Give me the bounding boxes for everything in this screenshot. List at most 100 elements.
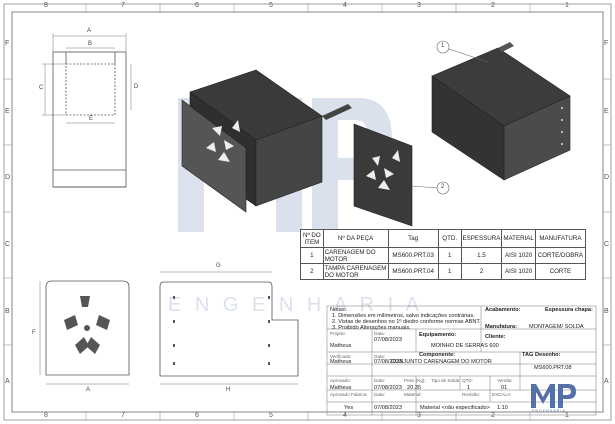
balloon-label-1: 1 <box>441 43 445 49</box>
zone-col-bottom-7: 2 <box>491 412 495 419</box>
dim-label-g: G <box>216 263 221 269</box>
dimension-lines-front <box>42 33 132 124</box>
note-1: 1. Dimensões em milímetros, salvo indica… <box>332 313 475 319</box>
note-3: 3. Proibido Alterações manuais. <box>332 325 411 331</box>
espessura-label: Espessura chapa: <box>545 307 593 313</box>
iso-assembly-view <box>181 69 352 213</box>
qtd-value: 1 <box>467 385 471 391</box>
equipamento-label: Equipamento: <box>419 332 457 338</box>
fabrica-data: 07/08/2023 <box>374 405 402 411</box>
note-2: 2. Vistas de desenhos no 1º diedro confo… <box>332 319 481 325</box>
projeto-label: Projeto: <box>330 331 346 336</box>
material-label: Material: <box>404 392 422 397</box>
zone-row-right-5: B <box>604 308 609 315</box>
aprovado-data-label: Data: <box>374 378 385 383</box>
bom-cell-item: 1 <box>300 247 324 264</box>
bom-cell-part: CARENAGEM DO MOTOR <box>322 247 389 264</box>
dim-label-a-bottom: A <box>86 387 91 393</box>
bom-cell-tag: MS600.PRT.03 <box>387 247 439 264</box>
projeto-data: 07/08/2023 <box>374 337 402 343</box>
company-logo <box>531 384 576 408</box>
zone-row-right-6: A <box>604 378 609 385</box>
zone-row-left-6: A <box>5 378 10 385</box>
zone-ticks <box>4 4 611 420</box>
bom-header-qty: QTD. <box>437 229 462 248</box>
versao-value: 01 <box>501 385 508 391</box>
fabrica-data-label: Data: <box>374 392 385 397</box>
zone-col-bottom-3: 6 <box>195 412 199 419</box>
table-row: 1 CARENAGEM DO MOTOR MS600.PRT.03 1 1.5 … <box>300 247 587 264</box>
view-bottom-side <box>159 271 299 385</box>
projeto-value: Matheus <box>330 343 352 349</box>
bom-cell-manufacture: CORTE/DOBRA <box>534 247 587 264</box>
projeto-data-label: Data: <box>374 331 385 336</box>
zone-row-left-4: C <box>5 241 11 248</box>
zone-col-bottom-6: 3 <box>417 412 421 419</box>
zone-row-right-2: E <box>604 108 609 115</box>
material-value: Material <não especificado> <box>420 405 490 411</box>
zone-row-left-1: F <box>5 40 10 47</box>
aprovado-label: Aprovado: <box>330 378 351 383</box>
revisao-label: Revisão: <box>462 392 480 397</box>
bom-cell-material: AISI 1020 <box>501 263 536 280</box>
verificado-data-label: Data: <box>374 354 385 359</box>
zone-col-top-2: 7 <box>121 2 125 9</box>
bom-header-row: Nº DO ITEM Nº DA PEÇA Tag QTD. ESPESSURA… <box>300 229 587 248</box>
logo-subtitle: ENGENHARIA <box>532 409 566 413</box>
dim-label-b-top: B <box>88 41 93 47</box>
title-block: Notas: 1. Dimensões em milímetros, salvo… <box>327 306 596 415</box>
dim-label-a-top: A <box>87 28 92 34</box>
manufatura-label: Manufatura: <box>485 324 518 330</box>
balloon-label-2: 2 <box>441 184 445 190</box>
peso-value: 20.35 <box>407 385 421 391</box>
aprovado-fabrica-label: Aprovado Fabrica: <box>330 392 368 397</box>
dim-label-d-right: D <box>134 84 139 90</box>
zone-col-top-4: 5 <box>269 2 273 9</box>
zone-col-top-7: 2 <box>491 2 495 9</box>
zone-col-bottom-5: 4 <box>343 412 347 419</box>
zone-col-top-6: 3 <box>417 2 421 9</box>
escala-value: 1:10 <box>497 405 508 411</box>
zone-row-left-5: B <box>5 308 10 315</box>
bom-cell-tag: MS600.PRT.04 <box>387 263 439 280</box>
dim-label-e-mid: E <box>89 116 94 122</box>
zone-row-left-2: E <box>5 108 10 115</box>
bom-header-item: Nº DO ITEM <box>300 229 324 248</box>
bom-cell-manufacture: CORTE <box>534 263 587 280</box>
zone-row-right-1: F <box>604 40 609 47</box>
zone-col-top-1: 8 <box>44 2 48 9</box>
versao-label: Versão: <box>497 378 513 383</box>
dim-label-c-left: C <box>39 85 44 91</box>
escala-label: ESCALA: <box>492 392 512 397</box>
balloons <box>411 40 489 195</box>
qtd-label: QTD: <box>462 378 473 383</box>
bom-header-material: MATERIAL <box>501 229 536 248</box>
zone-row-left-3: D <box>5 174 11 181</box>
zone-row-right-3: D <box>604 174 610 181</box>
tag-value: MS600.PRT.08 <box>534 365 572 371</box>
peso-label: Peso (Kg): <box>404 378 426 383</box>
verificado-label: Verificado: <box>330 354 352 359</box>
aprovado-value: Matheus <box>330 385 352 391</box>
componente-value: CONJUNTO CARENAGEM DO MOTOR <box>391 359 492 365</box>
manufatura-value: MONTAGEM/ SOLDA <box>529 324 584 330</box>
notes-label: Notas: <box>330 307 347 313</box>
bom-cell-qty: 1 <box>437 247 462 264</box>
zone-col-top-3: 6 <box>195 2 199 9</box>
table-row: 2 TAMPA CARENAGEM DO MOTOR MS600.PRT.04 … <box>300 263 587 280</box>
bom-cell-thickness: 1.5 <box>460 247 503 264</box>
aprovado-fabrica-value: Yes <box>344 405 354 411</box>
bom-header-part: Nº DA PEÇA <box>322 229 389 248</box>
zone-col-bottom-8: 1 <box>565 412 569 419</box>
watermark-subtitle: E N G E N H A R I A <box>168 294 423 316</box>
equipamento-value: MOINHO DE SERRAS 600 <box>431 343 499 349</box>
zone-col-bottom-1: 8 <box>44 412 48 419</box>
view-front-orthographic <box>52 51 127 188</box>
zone-col-top-5: 4 <box>343 2 347 9</box>
componente-label: Componente: <box>419 352 456 358</box>
dim-label-h: H <box>226 387 231 393</box>
aprovado-data: 07/08/2023 <box>374 385 402 391</box>
bom-cell-material: AISI 1020 <box>501 247 536 264</box>
bom-cell-item: 2 <box>300 263 324 280</box>
